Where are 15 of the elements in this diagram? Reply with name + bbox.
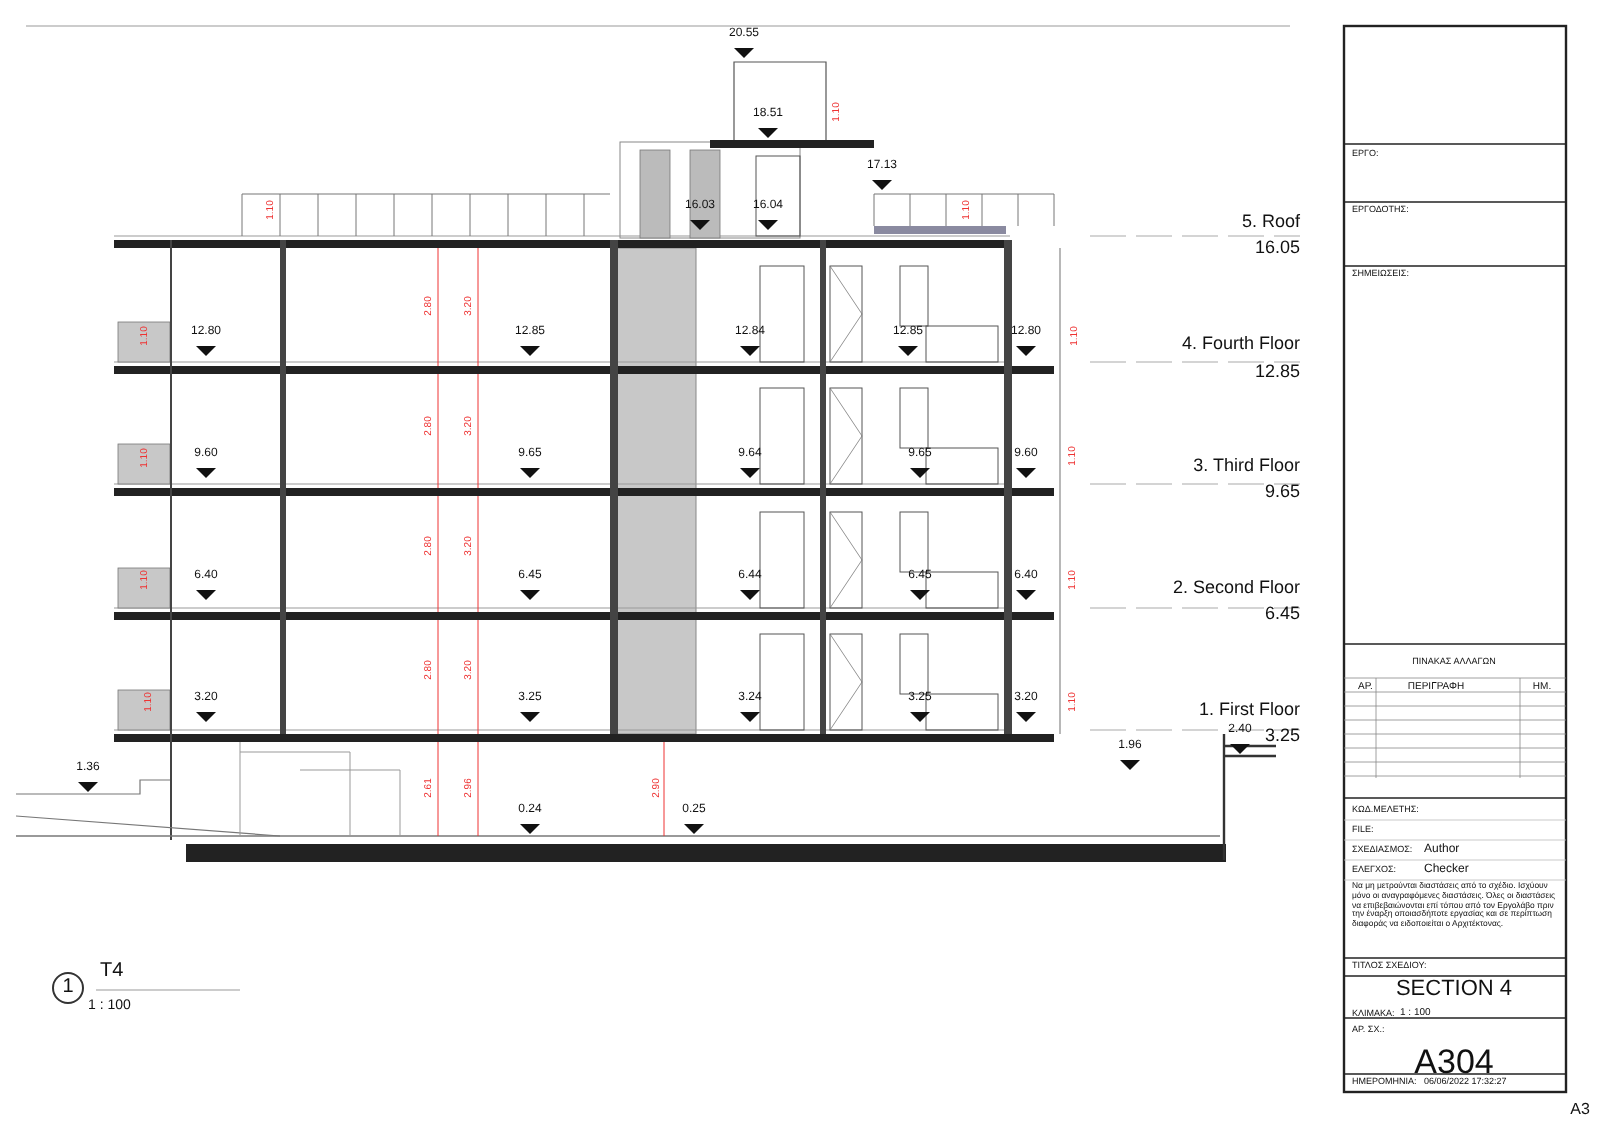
level-elevation: 16.05 (1254, 239, 1300, 257)
level-elevation: 9.65 (1264, 483, 1300, 501)
view-number: 1 (52, 972, 84, 1004)
level-elevation: 6.45 (1264, 605, 1300, 623)
text-value: T4 (100, 962, 124, 982)
level-name: 3. Third Floor (1193, 457, 1300, 475)
level-name: 5. Roof (1241, 213, 1300, 231)
level-name: 2. Second Floor (1172, 579, 1300, 597)
text-value: SECTION 4 (1395, 979, 1513, 1001)
level-elevation: 12.85 (1254, 363, 1300, 381)
text-value: A304 (1414, 1045, 1494, 1079)
text-value: A3 (1570, 1102, 1590, 1118)
level-elevation: 3.25 (1264, 727, 1300, 745)
level-name: 1. First Floor (1198, 701, 1300, 719)
level-name: 4. Fourth Floor (1181, 335, 1300, 353)
